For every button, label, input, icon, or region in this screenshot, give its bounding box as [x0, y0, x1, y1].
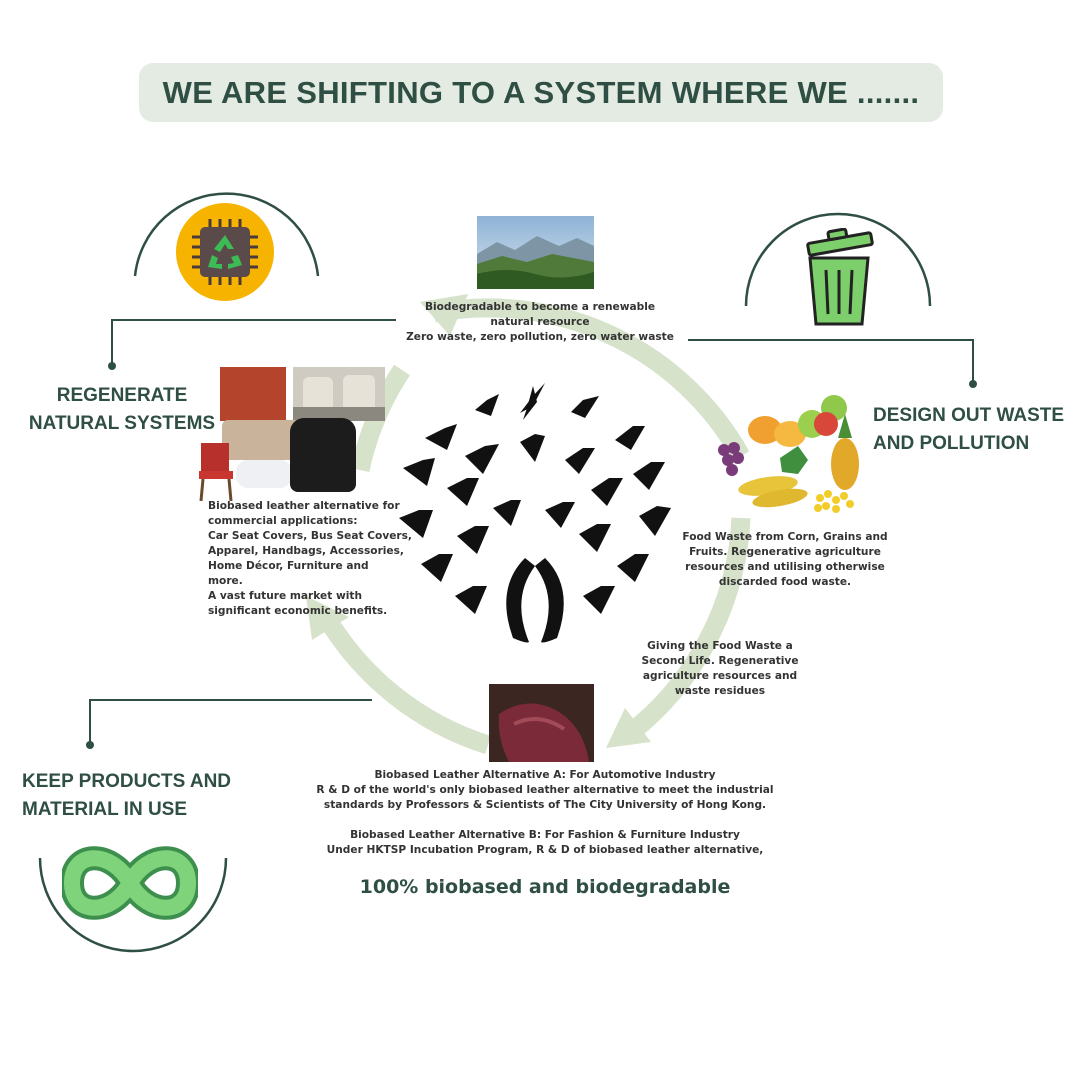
pillar-design-out: DESIGN OUT WASTE AND POLLUTION — [873, 405, 1065, 454]
infinity-loop-icon — [62, 840, 198, 926]
car-seat-photo — [293, 367, 385, 421]
bird-tree-logo — [395, 378, 675, 648]
ring-arrow-top-right — [432, 298, 750, 461]
caption-right: Food Waste from Corn, Grains and Fruits.… — [682, 531, 888, 588]
caption-top: Biodegradable to become a renewable natu… — [406, 301, 674, 343]
sneakers-photo — [236, 460, 292, 488]
arc-keep-products — [38, 857, 228, 953]
bus-seat-photo — [220, 367, 286, 421]
caption-bottom-a: Biobased Leather Alternative A: For Auto… — [316, 769, 774, 811]
connector-regenerate — [111, 319, 396, 366]
caption-left: Biobased leather alternative for commerc… — [208, 500, 412, 617]
backpack-photo — [290, 418, 356, 492]
connector-keep-products — [89, 699, 372, 745]
recycle-chip-icon — [176, 203, 274, 301]
page-title: WE ARE SHIFTING TO A SYSTEM WHERE WE ...… — [162, 74, 920, 110]
connector-design-out — [688, 339, 974, 384]
ring-arrow-bottom-left — [316, 610, 491, 755]
caption-lower-right: Giving the Food Waste a Second Life. Reg… — [641, 640, 799, 697]
ring-arrow-right — [619, 517, 751, 745]
trash-bin-icon — [800, 228, 878, 328]
arrowhead-top — [420, 294, 468, 336]
title-pill: WE ARE SHIFTING TO A SYSTEM WHERE WE ...… — [139, 63, 943, 122]
arc-design-out — [744, 212, 932, 307]
arrowhead-bottom-right — [606, 708, 651, 748]
leather-photo — [489, 684, 594, 762]
red-chair-photo — [197, 443, 237, 501]
caption-bottom-b: Biobased Leather Alternative B: For Fash… — [326, 829, 764, 856]
sofa-photo — [222, 420, 302, 460]
pillar-regenerate: REGENERATE NATURAL SYSTEMS — [28, 385, 216, 434]
pillar-keep-products: KEEP PRODUCTS AND MATERIAL IN USE — [22, 771, 232, 820]
arrowhead-left — [306, 596, 349, 640]
landscape-photo — [477, 216, 594, 289]
tagline: 100% biobased and biodegradable — [359, 876, 731, 898]
arc-regenerate — [133, 192, 320, 277]
fruits-photo — [710, 394, 880, 520]
